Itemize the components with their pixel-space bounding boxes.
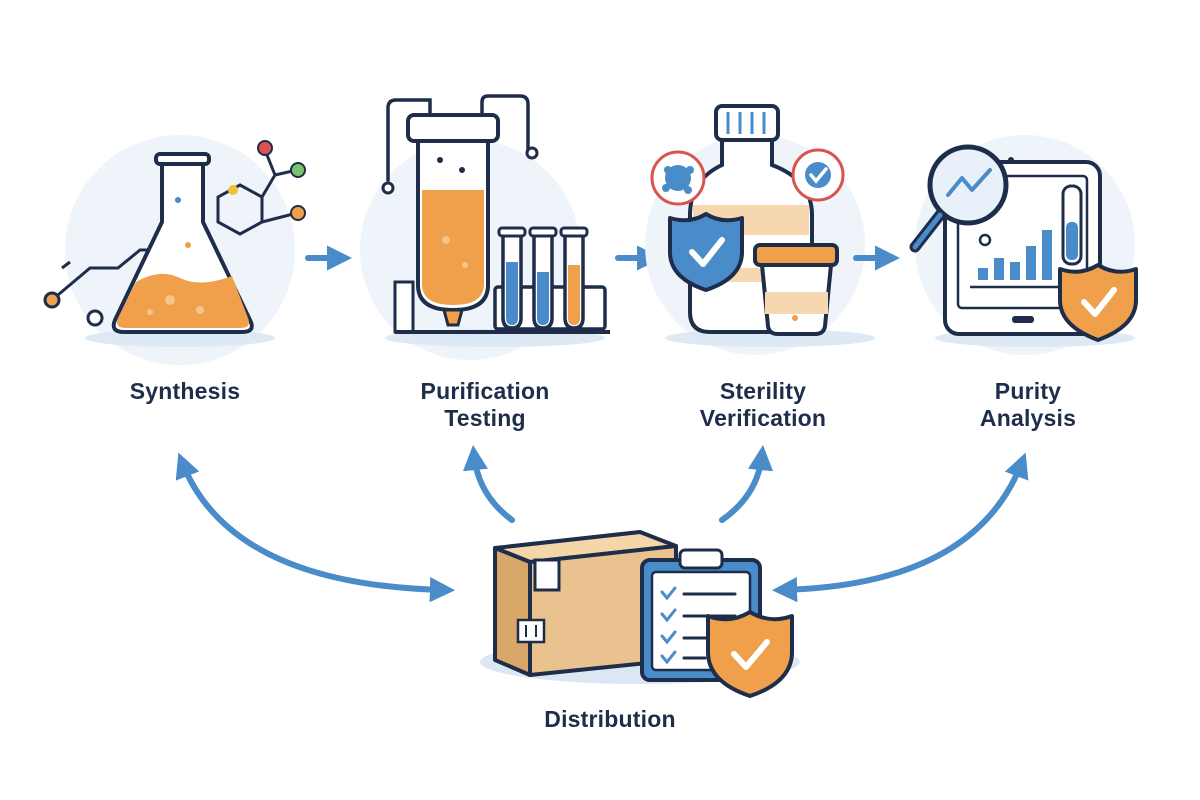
step-label-line: Sterility [719,378,807,404]
flask-icon [43,135,306,365]
sterile-bottle-icon [645,104,875,355]
step-label-purification-testing: Purification Testing [385,378,585,432]
analysis-tablet-icon [909,135,1138,355]
distribution-label-text: Distribution [544,706,676,732]
step-label-sterility-verification: Sterility Verification [663,378,863,432]
arrow-purity-distribution [771,452,1029,603]
step-label-line: Purity [994,378,1062,404]
step-label-line: Testing [444,405,526,431]
distribution-label: Distribution [510,706,710,733]
step-label-line: Analysis [979,405,1077,431]
step-label-line: Verification [699,405,827,431]
purification-apparatus-icon [360,94,610,360]
arrow-to-sterility [719,444,774,523]
step-label-line: Purification [420,378,550,404]
shield-check-icon [706,610,794,698]
step-label-line: Synthesis [129,378,241,404]
step-label-synthesis: Synthesis [85,378,285,405]
arrow-to-purification [462,444,515,523]
arrow-synthesis-distribution [175,452,456,603]
step-label-purity-analysis: Purity Analysis [928,378,1128,432]
return-arrows [175,444,1029,603]
